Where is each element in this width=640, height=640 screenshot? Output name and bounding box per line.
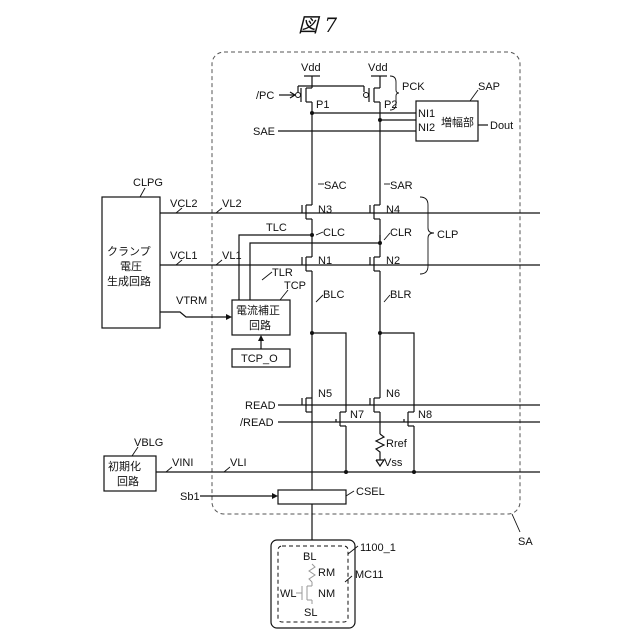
- figure-title: 図 7: [298, 13, 337, 37]
- n5-label: N5: [318, 388, 332, 400]
- n6-transistor: [370, 398, 380, 434]
- read-label: READ: [245, 400, 276, 412]
- vblg-label: VBLG: [134, 437, 163, 449]
- sa-leader: [512, 514, 520, 532]
- clpg-label: CLPG: [133, 177, 163, 189]
- blc-branch: [312, 333, 346, 412]
- pck-label: PCK: [402, 81, 425, 93]
- current-corr-line1: 電流補正: [236, 303, 280, 317]
- vini-label: VINI: [172, 457, 193, 469]
- csel-block: [278, 490, 346, 504]
- clc-label: CLC: [323, 227, 345, 239]
- blr-branch: [380, 333, 414, 412]
- tlr-label: TLR: [272, 267, 293, 279]
- clamp-gen-line1: クランプ: [107, 245, 151, 258]
- vdd-left-label: Vdd: [301, 62, 321, 74]
- vli-label: VLI: [230, 457, 247, 469]
- vdd-right-label: Vdd: [368, 62, 388, 74]
- n6-label: N6: [386, 388, 400, 400]
- sap-leader: [470, 90, 478, 101]
- current-corr-line2: 回路: [249, 319, 271, 332]
- tcp-o-label: TCP_O: [241, 353, 278, 365]
- n7-label: N7: [350, 409, 364, 421]
- mc-label: MC11: [355, 569, 384, 581]
- n7-transistor: [336, 412, 348, 474]
- tlc-label: TLC: [266, 222, 287, 234]
- blc-label: BLC: [323, 289, 344, 301]
- p1-label: P1: [316, 99, 329, 111]
- tlr-wire: [250, 235, 380, 300]
- clp-brace: [420, 197, 434, 274]
- vtrm-wire: [160, 312, 226, 317]
- n2-transistor: [370, 257, 380, 398]
- cell-ref-label: 1100_1: [360, 542, 396, 554]
- init-line1: 初期化: [108, 459, 141, 473]
- vtrm-label: VTRM: [176, 295, 207, 307]
- vl1-label: VL1: [222, 250, 242, 262]
- n4-label: N4: [386, 204, 400, 216]
- clamp-gen-line3: 生成回路: [107, 274, 151, 288]
- sae-label: SAE: [253, 126, 275, 138]
- clp-label: CLP: [437, 229, 458, 241]
- amp-in2-label: NI2: [418, 122, 435, 134]
- sap-label: SAP: [478, 81, 500, 93]
- cell-sl-label: SL: [304, 607, 317, 619]
- sb1-label: Sb1: [180, 491, 200, 503]
- n8-label: N8: [418, 409, 432, 421]
- vss-label: Vss: [384, 457, 403, 469]
- n1-label: N1: [318, 255, 332, 267]
- csel-label: CSEL: [356, 486, 385, 498]
- sar-label: SAR: [390, 180, 413, 192]
- n2-label: N2: [386, 255, 400, 267]
- amp-label: 増幅部: [441, 115, 474, 129]
- p2-transistor: [364, 76, 381, 175]
- n4-transistor: [370, 175, 380, 257]
- vss-symbol: [376, 460, 384, 466]
- n3-transistor: [302, 175, 312, 257]
- sa-label: SA: [518, 536, 533, 548]
- amp-in1-label: NI1: [418, 108, 435, 120]
- csel-leader: [346, 491, 354, 496]
- clpg-leader: [140, 188, 145, 197]
- blr-label: BLR: [390, 289, 411, 301]
- rref-resistor: [376, 434, 384, 456]
- clr-label: CLR: [390, 227, 412, 239]
- clamp-gen-line2: 電圧: [120, 260, 142, 273]
- vcl1-label: VCL1: [170, 250, 198, 262]
- rref-label: Rref: [386, 438, 408, 450]
- dout-label: Dout: [490, 120, 513, 132]
- p2-label: P2: [384, 99, 397, 111]
- sac-label: SAC: [324, 180, 347, 192]
- cell-rm-label: RM: [318, 567, 335, 579]
- pc-label: /PC: [256, 90, 274, 102]
- vl2-label: VL2: [222, 198, 242, 210]
- init-line2: 回路: [117, 475, 139, 488]
- tcp-label: TCP: [284, 280, 306, 292]
- cell-wl-label: WL: [280, 588, 297, 600]
- cell-bl-label: BL: [303, 551, 316, 563]
- read-n-label: /READ: [240, 417, 274, 429]
- vcl2-label: VCL2: [170, 198, 198, 210]
- n3-label: N3: [318, 204, 332, 216]
- cell-nm-label: NM: [318, 588, 335, 600]
